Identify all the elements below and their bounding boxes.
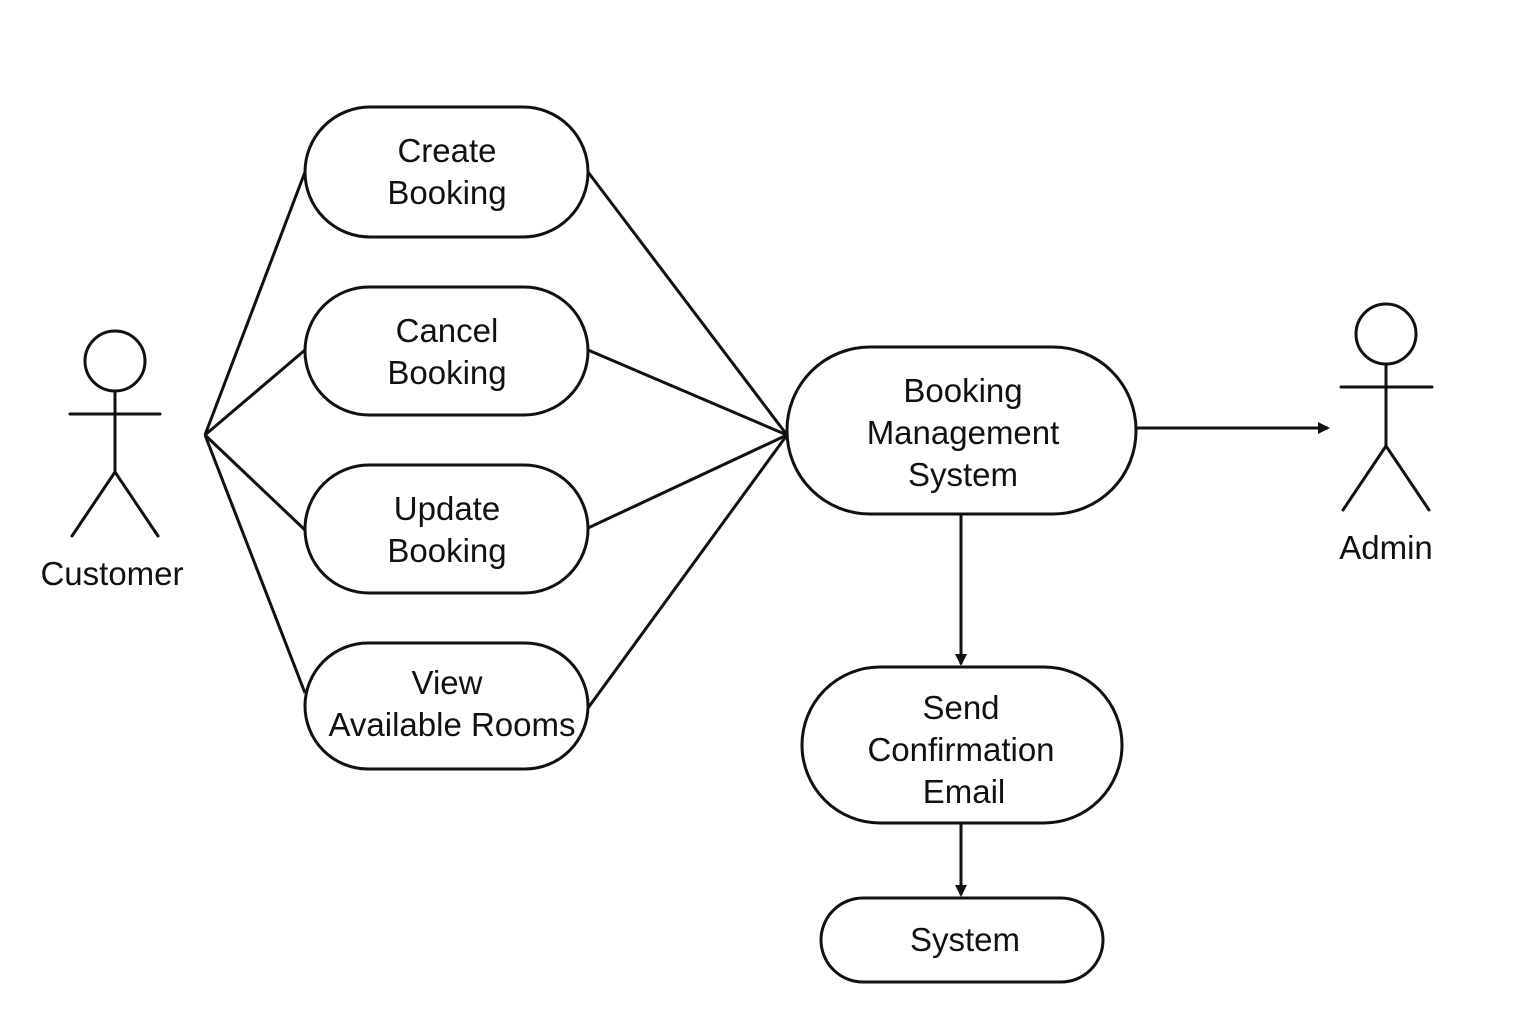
- create-booking-line2: Booking: [387, 174, 506, 211]
- booking-management-system: Booking Management System: [785, 345, 1138, 516]
- system-edges: [586, 171, 789, 709]
- edge-customer-create-booking: [203, 171, 307, 436]
- update-booking-line2: Booking: [387, 532, 506, 569]
- system-node: System: [819, 896, 1105, 984]
- system-label: System: [910, 921, 1020, 958]
- cancel-booking-line2: Booking: [387, 354, 506, 391]
- admin-head: [1354, 302, 1418, 366]
- use-case-view-rooms: View Available Rooms: [303, 641, 590, 771]
- customer-edges: [203, 171, 307, 694]
- admin-label: Admin: [1339, 529, 1433, 566]
- create-booking-line1: Create: [397, 132, 496, 169]
- edge-cancel-booking-system: [587, 348, 788, 437]
- customer-actor: Customer: [40, 329, 184, 592]
- send-email-line1: Send: [922, 689, 999, 726]
- view-rooms-line2: Available Rooms: [328, 706, 575, 743]
- edge-view-rooms-system: [586, 434, 789, 709]
- admin-actor: Admin: [1339, 302, 1434, 566]
- send-confirmation-email: Send Confirmation Email: [800, 665, 1124, 825]
- send-email-line3: Email: [923, 773, 1006, 810]
- send-email-line2: Confirmation: [867, 731, 1054, 768]
- booking-system-line2: Management: [867, 414, 1060, 451]
- edge-create-booking-system: [586, 171, 789, 436]
- customer-label: Customer: [40, 555, 183, 592]
- use-case-update-booking: Update Booking: [303, 463, 590, 595]
- edge-update-booking-system: [587, 433, 788, 530]
- edge-customer-update-booking: [203, 433, 307, 532]
- edge-customer-view-rooms: [203, 434, 307, 694]
- booking-system-line3: System: [908, 456, 1018, 493]
- update-booking-line1: Update: [394, 490, 500, 527]
- cancel-booking-line1: Cancel: [396, 312, 499, 349]
- view-rooms-line1: View: [412, 664, 483, 701]
- edge-customer-cancel-booking: [204, 348, 306, 437]
- use-case-cancel-booking: Cancel Booking: [303, 285, 590, 417]
- customer-head: [83, 329, 147, 393]
- booking-system-line1: Booking: [903, 372, 1022, 409]
- use-case-create-booking: Create Booking: [303, 105, 590, 239]
